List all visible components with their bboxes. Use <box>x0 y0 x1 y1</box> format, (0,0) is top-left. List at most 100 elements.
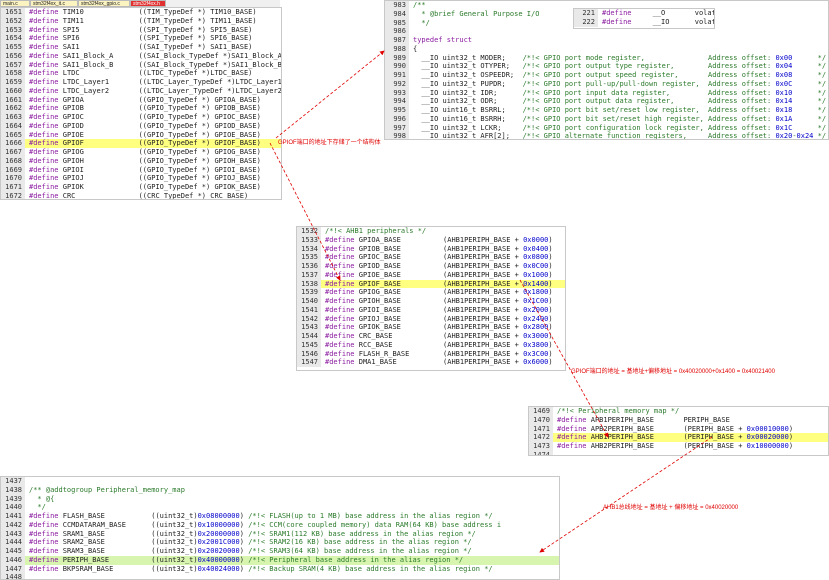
code-text[interactable]: #define __O volatile <box>602 9 714 17</box>
code-line: 1537#define GPIOE_BASE (AHB1PERIPH_BASE … <box>297 270 565 280</box>
code-text[interactable]: __IO uint32_t ODR; /*!< GPIO port output… <box>413 97 827 106</box>
line-number: 1664 <box>1 121 25 131</box>
tab-stm32f4xx-h[interactable]: stm32f4xx.h <box>130 0 166 7</box>
code-line: 1535#define GPIOC_BASE (AHB1PERIPH_BASE … <box>297 253 565 262</box>
code-text[interactable]: #define GPIOH_BASE (AHB1PERIPH_BASE + 0x… <box>325 297 553 305</box>
code-text[interactable]: __IO uint16_t BSRRH; /*!< GPIO port bit … <box>413 114 827 123</box>
code-line: 998 __IO uint32_t AFR[2]; /*!< GPIO alte… <box>385 132 828 140</box>
code-text[interactable]: #define LTDC_Layer1 ((LTDC_Layer_TypeDef… <box>29 78 282 86</box>
code-text[interactable]: /** <box>413 1 426 9</box>
code-text[interactable]: __IO uint32_t OSPEEDR; /*!< GPIO port ou… <box>413 71 827 79</box>
code-text[interactable]: #define LTDC ((LTDC_TypeDef *)LTDC_BASE) <box>29 69 253 78</box>
code-text[interactable]: __IO uint32_t PUPDR; /*!< GPIO port pull… <box>413 79 827 88</box>
code-line: 1448 <box>1 573 559 579</box>
code-text[interactable]: #define CRC ((CRC_TypeDef *) CRC_BASE) <box>29 191 249 200</box>
code-text[interactable]: #define GPIOI ((GPIO_TypeDef *) GPIOI_BA… <box>29 165 261 174</box>
code-line: 1470#define APB1PERIPH_BASE PERIPH_BASE <box>529 415 828 425</box>
code-text[interactable]: #define GPIOC_BASE (AHB1PERIPH_BASE + 0x… <box>325 253 553 262</box>
code-text[interactable]: __IO uint16_t BSRRL; /*!< GPIO port bit … <box>413 106 827 114</box>
line-number: 985 <box>385 18 409 28</box>
line-number: 1474 <box>529 450 553 455</box>
line-number: 1445 <box>1 547 25 556</box>
code-text[interactable]: #define GPIOJ ((GPIO_TypeDef *) GPIOJ_BA… <box>29 174 261 183</box>
code-text[interactable]: __IO uint32_t AFR[2]; /*!< GPIO alternat… <box>413 132 827 140</box>
line-number: 1536 <box>297 262 321 271</box>
code-text[interactable]: #define APB1PERIPH_BASE PERIPH_BASE <box>557 415 730 424</box>
line-number: 221 <box>574 9 598 18</box>
code-line: 1660#define LTDC_Layer2 ((LTDC_Layer_Typ… <box>1 86 282 96</box>
code-text[interactable]: #define PERIPH_BASE ((uint32_t)0x4000000… <box>29 555 464 564</box>
code-text[interactable]: #define FLASH_R_BASE (AHB1PERIPH_BASE + … <box>325 349 553 358</box>
line-number: 1656 <box>1 51 25 61</box>
line-number: 989 <box>385 53 409 63</box>
code-text[interactable]: __IO uint32_t MODER; /*!< GPIO port mode… <box>413 53 827 62</box>
line-number: 1473 <box>529 442 553 451</box>
line-number: 1653 <box>1 25 25 35</box>
code-text[interactable]: * @{ <box>29 494 55 503</box>
code-line: 1659 #define LTDC_Layer1 ((LTDC_Layer_Typ… <box>1 78 281 87</box>
tab-main-c[interactable]: main.c <box>0 0 30 7</box>
code-text[interactable]: #define GPIOK_BASE (AHB1PERIPH_BASE + 0x… <box>325 323 553 332</box>
annotation-gpiof-address: GPIOF端口的地址 = 基地址+偏移地址 = 0x40020000+0x140… <box>571 369 775 375</box>
code-text[interactable]: #define GPIOG ((GPIO_TypeDef *) GPIOG_BA… <box>29 148 261 156</box>
code-text[interactable]: #define APB2PERIPH_BASE (PERIPH_BASE + 0… <box>557 424 794 433</box>
code-line: 1672#define CRC ((CRC_TypeDef *) CRC_BAS… <box>1 191 281 200</box>
code-text[interactable]: #define GPIOE_BASE (AHB1PERIPH_BASE + 0x… <box>325 270 553 279</box>
line-number: 1662 <box>1 104 25 113</box>
code-text[interactable]: #define LTDC_Layer2 ((LTDC_Layer_TypeDef… <box>29 86 282 95</box>
code-text[interactable]: #define SRAM1_BASE ((uint32_t)0x20000000… <box>29 529 476 538</box>
code-text[interactable]: #define BKPSRAM_BASE ((uint32_t)0x400240… <box>29 564 493 573</box>
code-text[interactable]: /** @addtogroup Peripheral_memory_map <box>29 485 185 494</box>
code-text[interactable]: #define GPIOF ((GPIO_TypeDef *) GPIOF_BA… <box>29 139 261 148</box>
line-number: 1545 <box>297 340 321 350</box>
code-text[interactable]: #define GPIOB_BASE (AHB1PERIPH_BASE + 0x… <box>325 244 553 253</box>
code-text[interactable]: #define FLASH_BASE ((uint32_t)0x08000000… <box>29 512 493 520</box>
code-text[interactable]: #define GPIOE ((GPIO_TypeDef *) GPIOE_BA… <box>29 130 261 139</box>
code-text[interactable]: #define GPIOF_BASE (AHB1PERIPH_BASE + 0x… <box>325 279 553 288</box>
line-number: 1532 <box>297 227 321 236</box>
code-text[interactable]: #define GPIOK ((GPIO_TypeDef *) GPIOK_BA… <box>29 183 261 191</box>
code-text[interactable]: #define GPIOA_BASE (AHB1PERIPH_BASE + 0x… <box>325 235 553 244</box>
code-text[interactable]: #define SPI6 ((SPI_TypeDef *) SPI6_BASE) <box>29 34 253 43</box>
code-text[interactable]: * @brief General Purpose I/O <box>413 9 540 18</box>
code-text[interactable]: #define SAI1_Block_B ((SAI_Block_TypeDef… <box>29 60 282 69</box>
code-text[interactable]: #define AHB1PERIPH_BASE (PERIPH_BASE + 0… <box>557 433 794 442</box>
code-text[interactable]: /*!< AHB1 peripherals */ <box>325 227 427 235</box>
code-text[interactable]: #define __IO volatile <box>602 17 714 26</box>
line-number: 1543 <box>297 323 321 332</box>
code-text[interactable]: #define AHB2PERIPH_BASE (PERIPH_BASE + 0… <box>557 442 794 450</box>
line-number: 1659 <box>1 78 25 87</box>
code-text[interactable]: #define GPIOI_BASE (AHB1PERIPH_BASE + 0x… <box>325 305 553 314</box>
code-text[interactable]: #define GPIOA ((GPIO_TypeDef *) GPIOA_BA… <box>29 95 261 104</box>
code-text[interactable]: { <box>413 44 418 53</box>
code-text[interactable]: #define DMA1_BASE (AHB1PERIPH_BASE + 0x6… <box>325 358 553 367</box>
code-text[interactable]: /*!< Peripheral memory map */ <box>557 407 680 415</box>
code-text[interactable]: */ <box>29 503 46 512</box>
code-text[interactable]: */ <box>413 18 430 27</box>
code-text[interactable]: __IO uint32_t IDR; /*!< GPIO port input … <box>413 88 827 97</box>
code-text[interactable]: #define SPI5 ((SPI_TypeDef *) SPI5_BASE) <box>29 25 253 34</box>
code-text[interactable]: #define SRAM3_BASE ((uint32_t)0x20020000… <box>29 547 472 555</box>
code-text[interactable]: __IO uint32_t OTYPER; /*!< GPIO port out… <box>413 62 827 71</box>
code-text[interactable]: #define SAI1_Block_A ((SAI_Block_TypeDef… <box>29 51 282 60</box>
code-text[interactable]: #define TIM11 ((TIM_TypeDef *) TIM11_BAS… <box>29 16 257 25</box>
tab-stm32f4xx-it-c[interactable]: stm32f4xx_it.c <box>30 0 78 7</box>
code-text[interactable]: #define GPIOD_BASE (AHB1PERIPH_BASE + 0x… <box>325 262 553 270</box>
code-text[interactable]: #define RCC_BASE (AHB1PERIPH_BASE + 0x38… <box>325 340 553 349</box>
code-text[interactable]: #define GPIOJ_BASE (AHB1PERIPH_BASE + 0x… <box>325 314 553 323</box>
code-text[interactable]: #define GPIOD ((GPIO_TypeDef *) GPIOD_BA… <box>29 121 261 130</box>
code-text[interactable]: __IO uint32_t LCKR; /*!< GPIO port confi… <box>413 123 827 132</box>
code-text[interactable]: #define SRAM2_BASE ((uint32_t)0x2001C000… <box>29 538 472 547</box>
code-text[interactable]: #define GPIOH ((GPIO_TypeDef *) GPIOH_BA… <box>29 156 261 165</box>
code-text[interactable]: #define GPIOC ((GPIO_TypeDef *) GPIOC_BA… <box>29 113 261 121</box>
code-text[interactable]: #define GPIOG_BASE (AHB1PERIPH_BASE + 0x… <box>325 288 553 297</box>
code-text[interactable]: #define CRC_BASE (AHB1PERIPH_BASE + 0x30… <box>325 332 553 340</box>
code-panel-peripheral-memory-map: 1469/*!< Peripheral memory map */1470#de… <box>528 406 829 456</box>
code-text[interactable]: #define GPIOB ((GPIO_TypeDef *) GPIOB_BA… <box>29 104 261 113</box>
code-text[interactable]: typedef struct <box>413 36 473 44</box>
tab-stm32f4xx-gpio-c[interactable]: stm32f4xx_gpio.c <box>78 0 130 7</box>
code-line: 1657#define SAI1_Block_B ((SAI_Block_Typ… <box>1 60 282 70</box>
code-text[interactable]: #define CCMDATARAM_BASE ((uint32_t)0x100… <box>29 520 502 529</box>
code-text[interactable]: #define SAI1 ((SAI_TypeDef *) SAI1_BASE) <box>29 43 253 51</box>
code-text[interactable]: #define TIM10 ((TIM_TypeDef *) TIM10_BAS… <box>29 8 257 16</box>
